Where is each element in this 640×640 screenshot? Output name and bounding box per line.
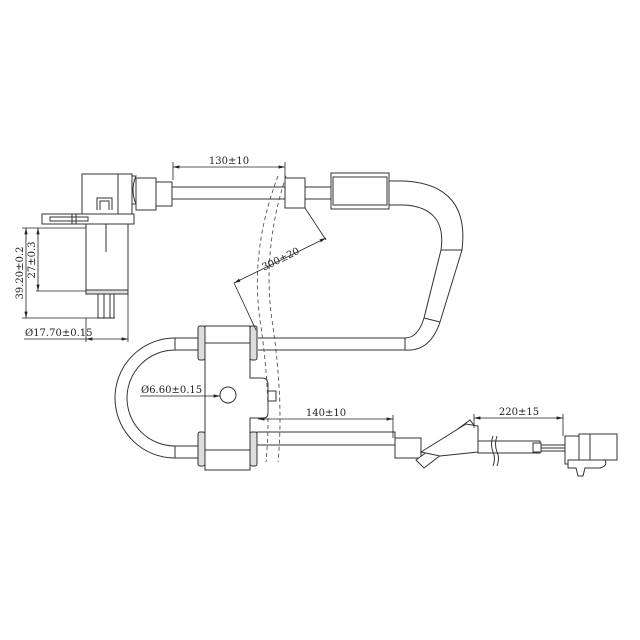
dim-27: 27±0.3 [27, 241, 38, 278]
mounting-hole [219, 386, 237, 404]
dim-6-60: Ø6.60±0.15 [141, 385, 202, 396]
dim-130: 130±10 [209, 156, 249, 167]
bracket-assembly [114, 325, 277, 471]
cable-lower [256, 419, 618, 477]
dim-17-70: Ø17.70±0.15 [25, 328, 92, 339]
cable-upper [171, 172, 464, 351]
sensor-head [41, 173, 173, 319]
dim-220: 220±15 [499, 407, 539, 418]
dim-300: 300±20 [260, 246, 301, 274]
dim-39-20: 39.20±0.2 [15, 247, 26, 300]
dim-140: 140±10 [306, 408, 346, 419]
